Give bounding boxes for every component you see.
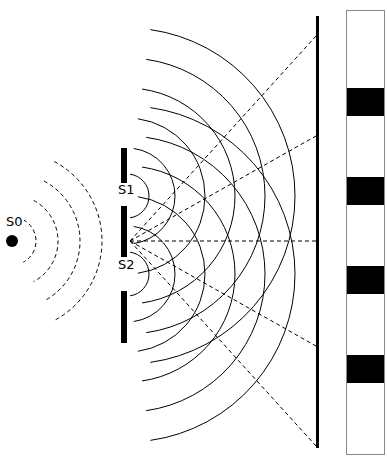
slit-wavefronts	[130, 30, 295, 441]
barrier-segment	[121, 206, 127, 257]
ray-line	[130, 36, 316, 241]
ray-lines	[130, 36, 316, 446]
ray-line	[130, 136, 316, 241]
dark-fringe	[347, 266, 384, 294]
wavefront	[138, 119, 205, 273]
ray-line	[130, 241, 316, 446]
screen	[316, 16, 319, 448]
wavefront	[142, 89, 235, 303]
wavefront	[34, 200, 58, 281]
wavefront	[150, 108, 295, 441]
wavefront	[146, 137, 265, 410]
slit-barrier	[121, 148, 127, 343]
barrier-segment	[121, 148, 127, 187]
slit-label: S2	[117, 258, 136, 272]
ray-line	[130, 241, 316, 346]
wavefront	[142, 167, 235, 381]
fringe-pattern	[347, 11, 385, 455]
wavefront	[54, 162, 102, 321]
wavefront	[23, 220, 36, 262]
ray-line	[130, 241, 316, 242]
slit-label: S1	[117, 183, 136, 197]
dark-fringe	[347, 355, 384, 383]
dark-fringe	[347, 177, 384, 205]
wavefront	[134, 148, 175, 243]
source-point	[6, 235, 18, 247]
wavefront	[150, 30, 295, 363]
dark-fringe	[347, 88, 384, 116]
source-wavefronts	[23, 162, 102, 321]
wavefront	[138, 197, 205, 351]
dark-fringes	[347, 88, 384, 383]
wavefront	[44, 181, 80, 301]
source-label: S0	[5, 215, 24, 229]
wavefront	[146, 59, 265, 332]
barrier-segment	[121, 291, 127, 343]
